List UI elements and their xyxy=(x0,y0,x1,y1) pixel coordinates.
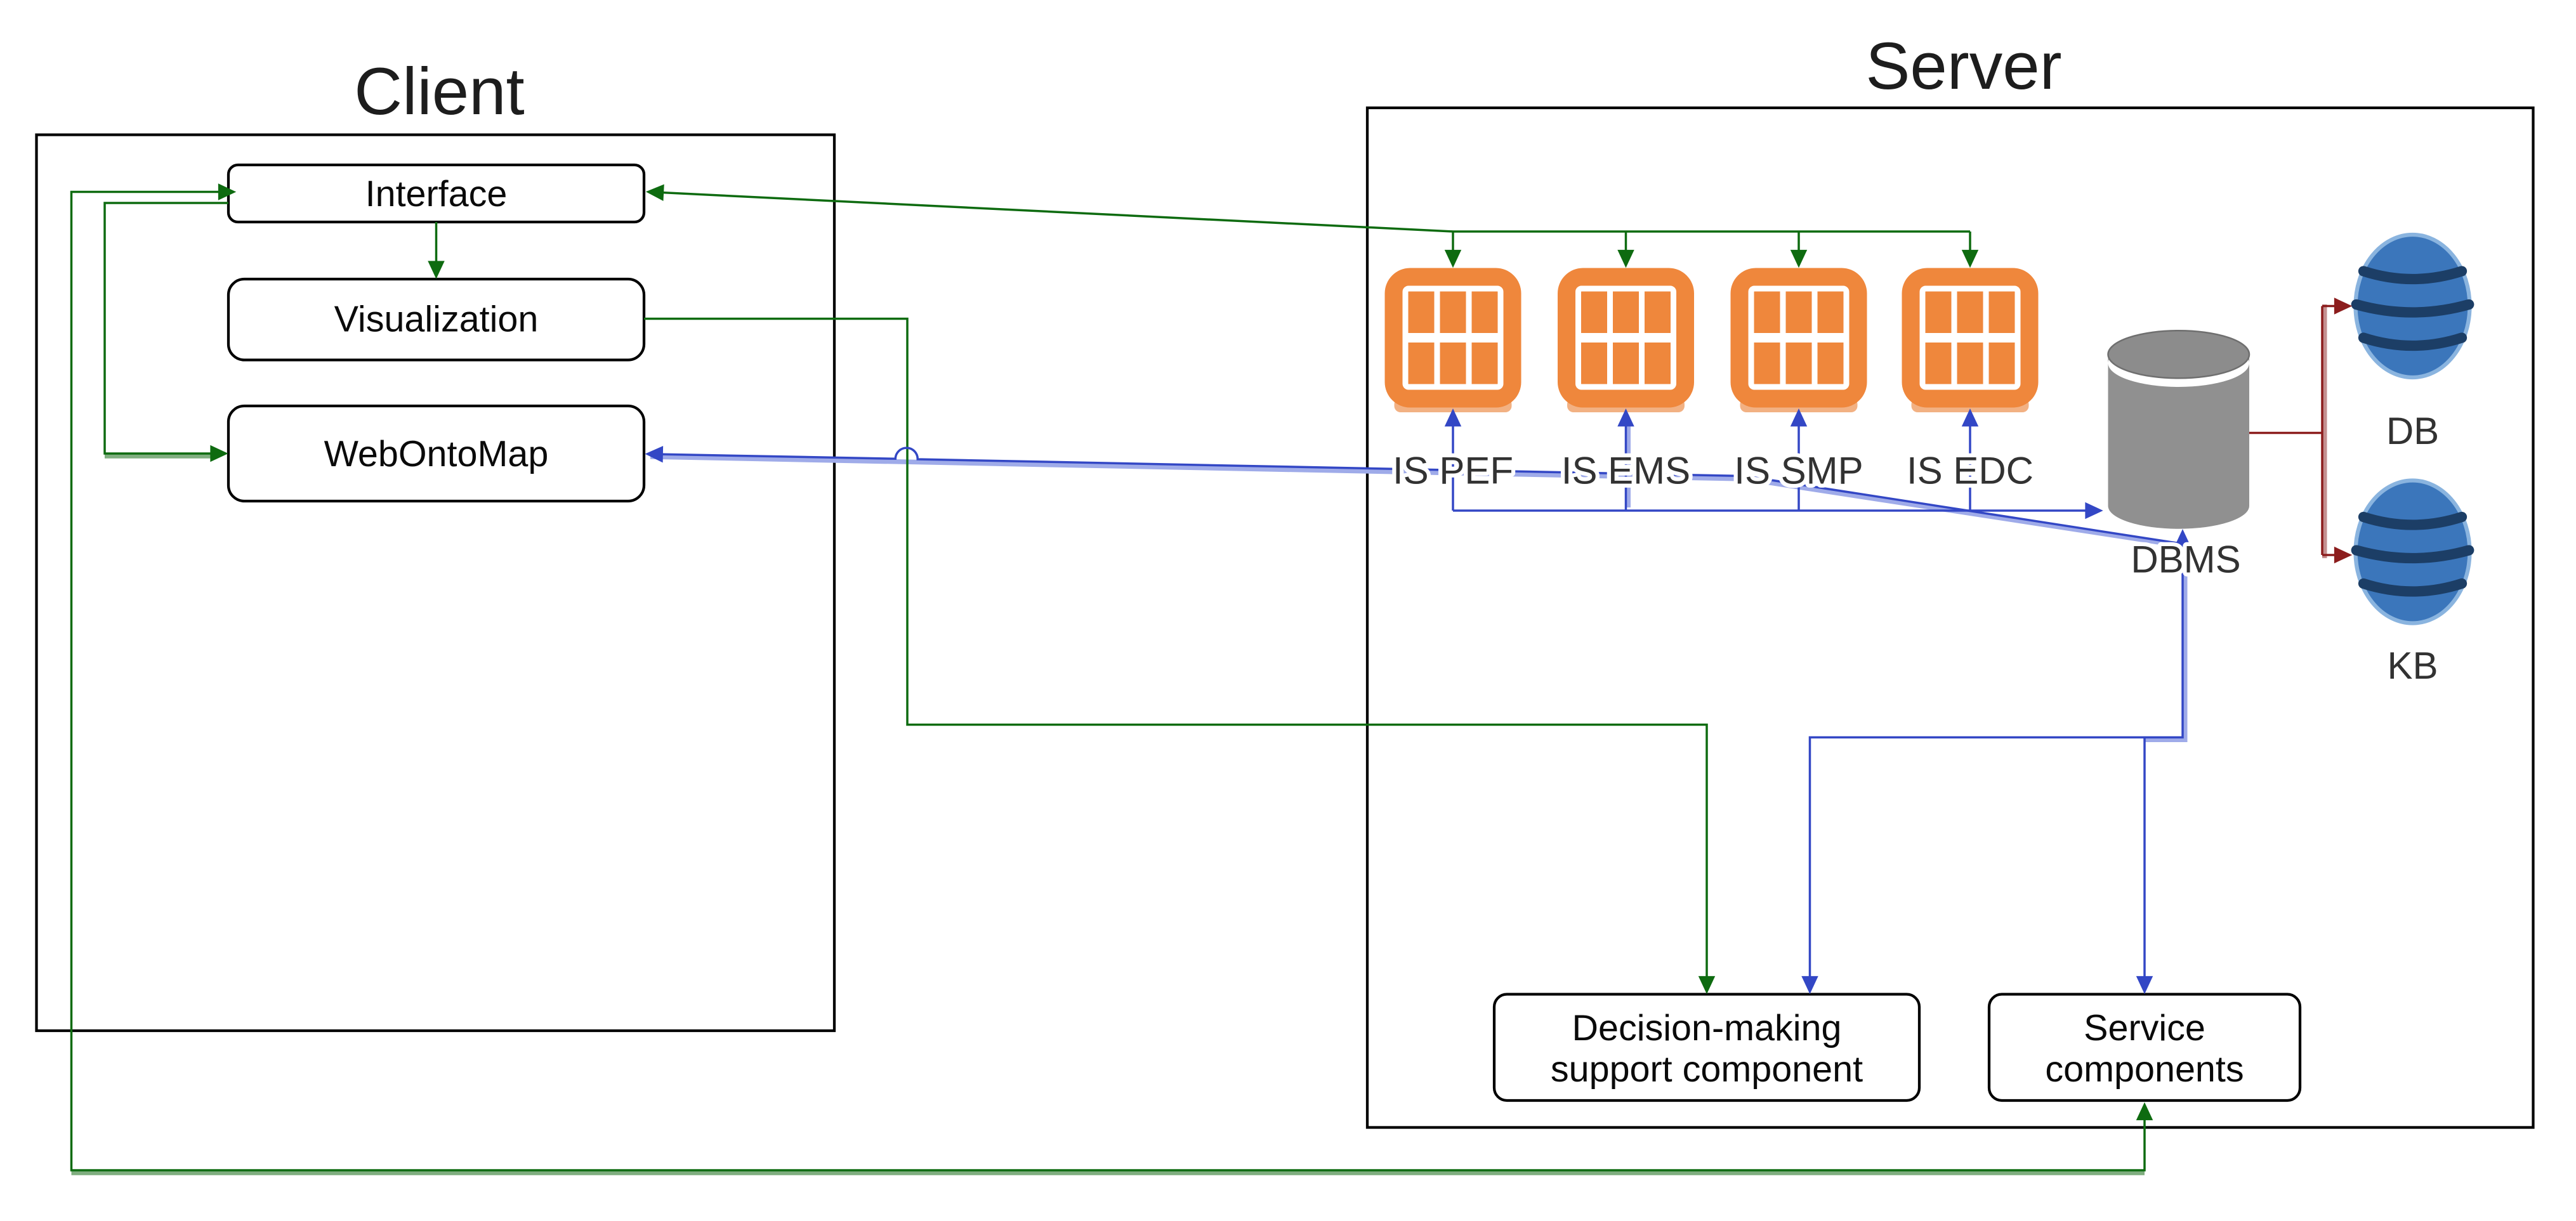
is-pef-label: IS PEF xyxy=(1393,450,1513,492)
db-label: DB xyxy=(2386,410,2439,452)
visualization-label: Visualization xyxy=(334,299,539,340)
decision-support-label-line2: support component xyxy=(1551,1049,1863,1090)
dbms-label: DBMS xyxy=(2131,539,2240,581)
blue-edges xyxy=(645,408,2192,995)
service-components-label-line1: Service xyxy=(2084,1008,2205,1048)
service-components-node: Service components xyxy=(1987,993,2302,1102)
edge-dbms-to-webontomap xyxy=(645,445,2183,545)
is-pef-database-icon xyxy=(1385,268,1521,413)
db-sphere-icon xyxy=(2356,235,2470,377)
client-title: Client xyxy=(354,55,524,129)
service-components-label-line2: components xyxy=(2045,1049,2244,1090)
webontomap-node: WebOntoMap xyxy=(227,404,646,503)
is-ems-label: IS EMS xyxy=(1561,450,1690,492)
is-edc-database-icon xyxy=(1902,268,2039,413)
dbms-cylinder-icon xyxy=(2107,330,2251,529)
edge-visualization-to-decision-support xyxy=(644,317,1716,995)
interface-node: Interface xyxy=(227,163,646,224)
edge-dbms-to-decision-support xyxy=(1801,544,2184,995)
kb-sphere-icon xyxy=(2356,481,2470,624)
is-edc-label: IS EDC xyxy=(1907,450,2034,492)
edge-interface-to-webontomap xyxy=(103,202,228,462)
server-title: Server xyxy=(1865,29,2061,103)
decision-support-node: Decision-making support component xyxy=(1492,993,1921,1102)
decision-support-label-line1: Decision-making xyxy=(1572,1008,1841,1048)
visualization-node: Visualization xyxy=(227,277,646,362)
is-smp-database-icon xyxy=(1731,268,1867,413)
is-smp-label: IS SMP xyxy=(1734,450,1863,492)
webontomap-label: WebOntoMap xyxy=(324,434,549,474)
is-ems-database-icon xyxy=(1558,268,1694,413)
server-container-box xyxy=(1365,106,2535,1129)
interface-label: Interface xyxy=(365,174,508,214)
green-edges xyxy=(70,183,2153,1172)
kb-label: KB xyxy=(2387,644,2438,687)
edge-loop-interface-service-components xyxy=(70,183,2153,1172)
maroon-edges xyxy=(2249,297,2353,564)
